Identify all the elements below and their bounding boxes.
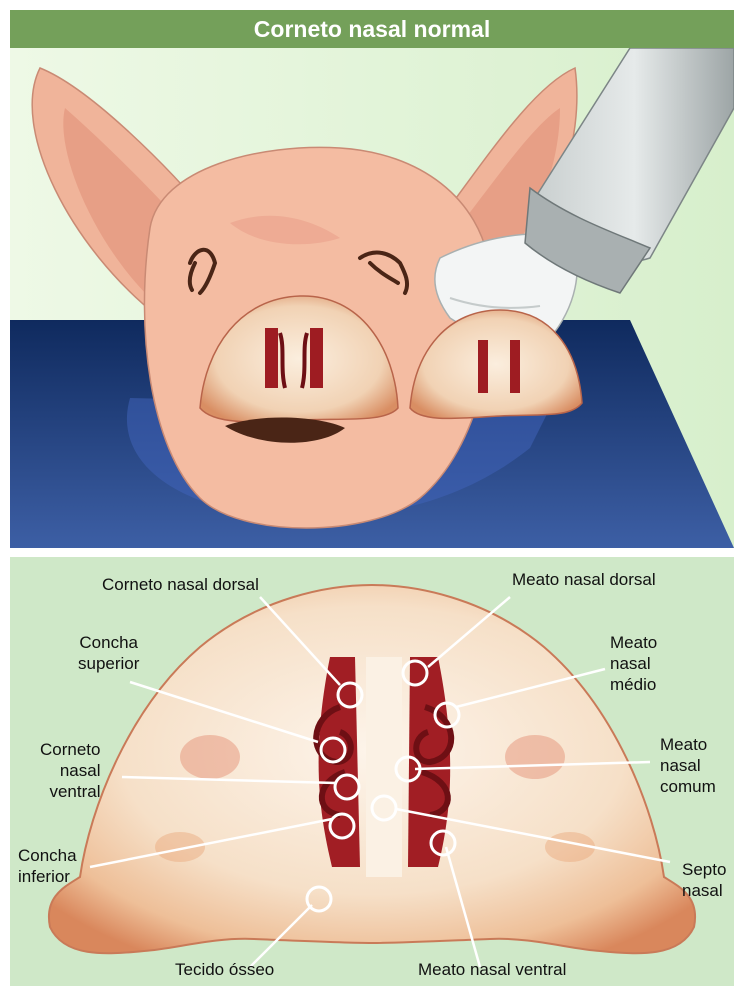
label-meato-dorsal: Meato nasal dorsal: [512, 569, 656, 590]
label-meato-comum: Meato nasal comum: [660, 734, 716, 797]
label-concha-inferior: Concha inferior: [18, 845, 77, 887]
label-meato-medio: Meato nasal médio: [610, 632, 657, 695]
label-tecido-osseo: Tecido ósseo: [175, 959, 274, 980]
label-septo: Septo nasal: [682, 859, 726, 901]
label-meato-ventral: Meato nasal ventral: [418, 959, 566, 980]
page-title: Corneto nasal normal: [10, 10, 734, 48]
cross-section-panel: Corneto nasal dorsal Meato nasal dorsal …: [10, 557, 734, 986]
label-concha-superior: Concha superior: [78, 632, 139, 674]
label-corneto-dorsal: Corneto nasal dorsal: [102, 574, 259, 595]
label-corneto-ventral: Corneto nasal ventral: [40, 739, 100, 802]
pig-illustration-panel: [10, 48, 734, 548]
